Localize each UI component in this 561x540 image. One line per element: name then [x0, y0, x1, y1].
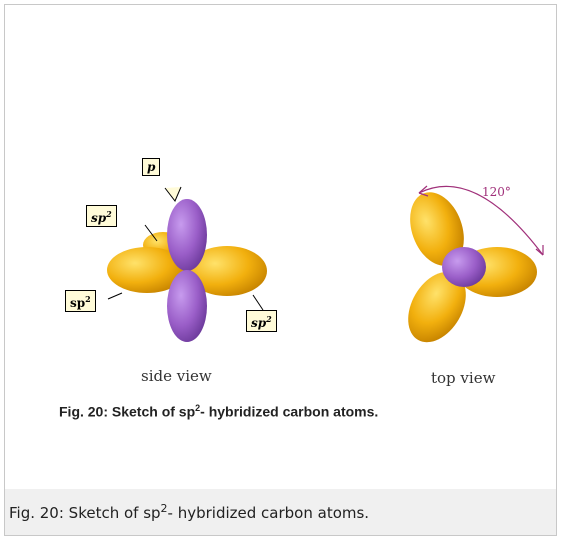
top-view-label: top view — [431, 369, 496, 387]
side-view-orbitals — [107, 186, 267, 342]
label-sp2-top: sp2 — [86, 205, 117, 227]
label-p: p — [142, 158, 161, 176]
p-lobe-bottom — [167, 270, 207, 342]
sp2-lobe-left — [107, 247, 187, 293]
figure-frame: p sp2 sp2 sp2 120° side view top view Fi… — [4, 4, 557, 536]
top-view-orbitals — [408, 185, 544, 343]
figure-inner-caption: Fig. 20: Sketch of sp2- hybridized carbo… — [59, 403, 379, 420]
sp2-lobe-right — [187, 246, 267, 296]
orbital-drawing — [107, 185, 544, 343]
top-lobe-upper — [410, 192, 464, 266]
figure-caption: Fig. 20: Sketch of sp2- hybridized carbo… — [9, 502, 370, 522]
side-view-label: side view — [141, 367, 212, 385]
top-center-p — [442, 247, 486, 287]
orbital-figure: p sp2 sp2 sp2 120° side view top view Fi… — [5, 5, 558, 491]
label-sp2-right: sp2 — [246, 310, 277, 332]
top-lobe-lower — [408, 271, 466, 343]
caption-bar: Fig. 20: Sketch of sp2- hybridized carbo… — [5, 489, 556, 535]
label-sp2-left: sp2 — [65, 290, 96, 312]
angle-label: 120° — [482, 185, 511, 199]
p-lobe-top — [167, 199, 207, 271]
